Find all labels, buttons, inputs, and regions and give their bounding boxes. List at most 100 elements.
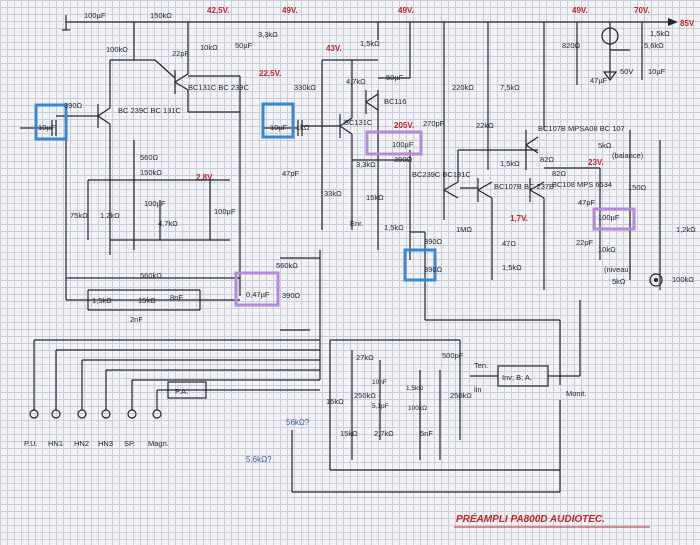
component-label: 82Ω — [552, 169, 566, 178]
voltage-annotations: 42,5V. 49V. 49V. 49V. 70V. 22,5V. 43V. 2… — [196, 6, 650, 223]
component-label: 100µF — [84, 11, 106, 20]
transistor-label: BC107B MPSA08 BC 107 — [538, 124, 625, 133]
highlight-100uf-cap — [365, 130, 423, 156]
input-label: HN2 — [74, 439, 89, 448]
component-label: 7,5kΩ — [500, 83, 520, 92]
component-label: 1,5kΩ — [92, 296, 112, 305]
supply-voltage: 85V — [680, 19, 695, 28]
component-label: 1,2kΩ — [100, 211, 120, 220]
highlight-coupling-cap — [261, 102, 295, 139]
component-label: 100kΩ — [672, 275, 694, 284]
component-label: 50µF — [235, 41, 253, 50]
component-label: 27kΩ — [356, 353, 374, 362]
pa-block — [167, 381, 207, 399]
component-label: 150kΩ — [140, 168, 162, 177]
component-label: 5kΩ — [598, 141, 612, 150]
component-label: 100µF — [392, 140, 414, 149]
component-label: 330kΩ — [294, 83, 316, 92]
component-label: 390Ω — [424, 265, 443, 274]
component-label: 50µF — [386, 73, 404, 82]
component-label: 47µF — [590, 76, 608, 85]
transistor-label: BC239C BC131C — [412, 170, 471, 179]
selector-tone-section — [29, 300, 581, 493]
component-label: 5kΩ — [612, 277, 626, 286]
component-label: 2nF — [130, 315, 143, 324]
component-label: 1,5kΩ — [500, 159, 520, 168]
component-label: 8nF — [170, 293, 183, 302]
component-label: 1,5kΩ — [384, 223, 404, 232]
component-labels: 100µF 150kΩ 100kΩ 22pF 10kΩ 50µF 3,3kΩ 1… — [38, 11, 696, 438]
voltage-label: 49V. — [398, 6, 414, 15]
transistor-label: BC131C — [344, 118, 373, 127]
component-label: 10kΩ — [200, 43, 218, 52]
notes: 56kΩ? 5,6kΩ? — [246, 418, 310, 464]
input-labels: P.U. HN1 HN2 HN3 SP. Magn. — [24, 439, 169, 448]
component-label: 15kΩ — [138, 296, 156, 305]
component-label: 250kΩ — [354, 391, 376, 400]
component-label: 100µF — [144, 199, 166, 208]
voltage-label: 49V. — [282, 6, 298, 15]
transistor-label: BC107B BC 237B — [494, 182, 554, 191]
component-label: 1,5kΩ — [360, 39, 380, 48]
misc-label: (niveau) — [604, 265, 632, 274]
component-label: 47pF — [578, 198, 596, 207]
component-label: 5,1pF — [372, 403, 389, 410]
voltage-label: 205V. — [394, 121, 414, 130]
component-label: 100kΩ — [408, 405, 427, 412]
misc-label: lin — [474, 385, 482, 394]
component-label: 47Ω — [502, 239, 516, 248]
transistor-label: BC 239C BC 131C — [118, 106, 182, 115]
component-label: 15kΩ — [326, 397, 344, 406]
misc-labels: Enr. (balance) (niveau) Ten. lin Monit. … — [175, 151, 644, 398]
component-label: 10µF — [270, 123, 288, 132]
component-label: 1,5kΩ — [502, 263, 522, 272]
input-label: Magn. — [148, 439, 169, 448]
component-label: 4,7kΩ — [158, 219, 178, 228]
component-label: 560kΩ — [140, 271, 162, 280]
block-label: Inv; B; A. — [502, 373, 532, 382]
component-label: 1kΩ — [296, 123, 310, 132]
misc-label: (balance) — [612, 151, 644, 160]
transistor-label: BC131C BC 239C — [188, 83, 249, 92]
voltage-label: 23V. — [588, 158, 604, 167]
block-label: P.A. — [175, 387, 188, 396]
component-label: 270pF — [423, 119, 445, 128]
component-label: 33kΩ — [324, 189, 342, 198]
note-text: 56kΩ? — [286, 418, 310, 427]
component-label: 390Ω — [424, 237, 443, 246]
highlight-input-cap — [34, 103, 68, 141]
highlight-047uf-cap — [234, 271, 280, 307]
stage-3 — [410, 22, 663, 385]
component-label: 390Ω — [394, 155, 413, 164]
component-label: 100kΩ — [106, 45, 128, 54]
highlights — [34, 102, 636, 307]
component-label: 560Ω — [140, 153, 159, 162]
component-label: 47pF — [282, 169, 300, 178]
voltage-label: 70V. — [634, 6, 650, 15]
highlight-emitter-cap — [403, 248, 437, 282]
supply-rail: 85V — [62, 15, 695, 31]
component-label: 10kΩ — [598, 245, 616, 254]
misc-label: Ten. — [474, 361, 488, 370]
input-label: SP. — [124, 439, 135, 448]
component-label: 150Ω — [628, 183, 647, 192]
component-label: 15kΩ — [366, 193, 384, 202]
title-group: PRÉAMPLI PA800D AUDIOTEC. — [454, 512, 650, 528]
component-label: 150kΩ — [150, 11, 172, 20]
component-label: 250kΩ — [450, 391, 472, 400]
component-label: 50V — [620, 67, 633, 76]
input-label: HN3 — [98, 439, 113, 448]
component-label: 5,6kΩ — [644, 41, 664, 50]
component-label: 5nF — [420, 429, 433, 438]
component-label: 1MΩ — [456, 225, 472, 234]
voltage-label: 1,7V. — [510, 214, 528, 223]
inv-block — [497, 365, 549, 387]
input-label: HN1 — [48, 439, 63, 448]
component-label: 390Ω — [282, 291, 301, 300]
component-label: 100µF — [598, 213, 620, 222]
component-label: 4,7kΩ — [346, 77, 366, 86]
component-label: 10µF — [648, 67, 666, 76]
input-label: P.U. — [24, 439, 38, 448]
component-label: 22pF — [172, 49, 190, 58]
